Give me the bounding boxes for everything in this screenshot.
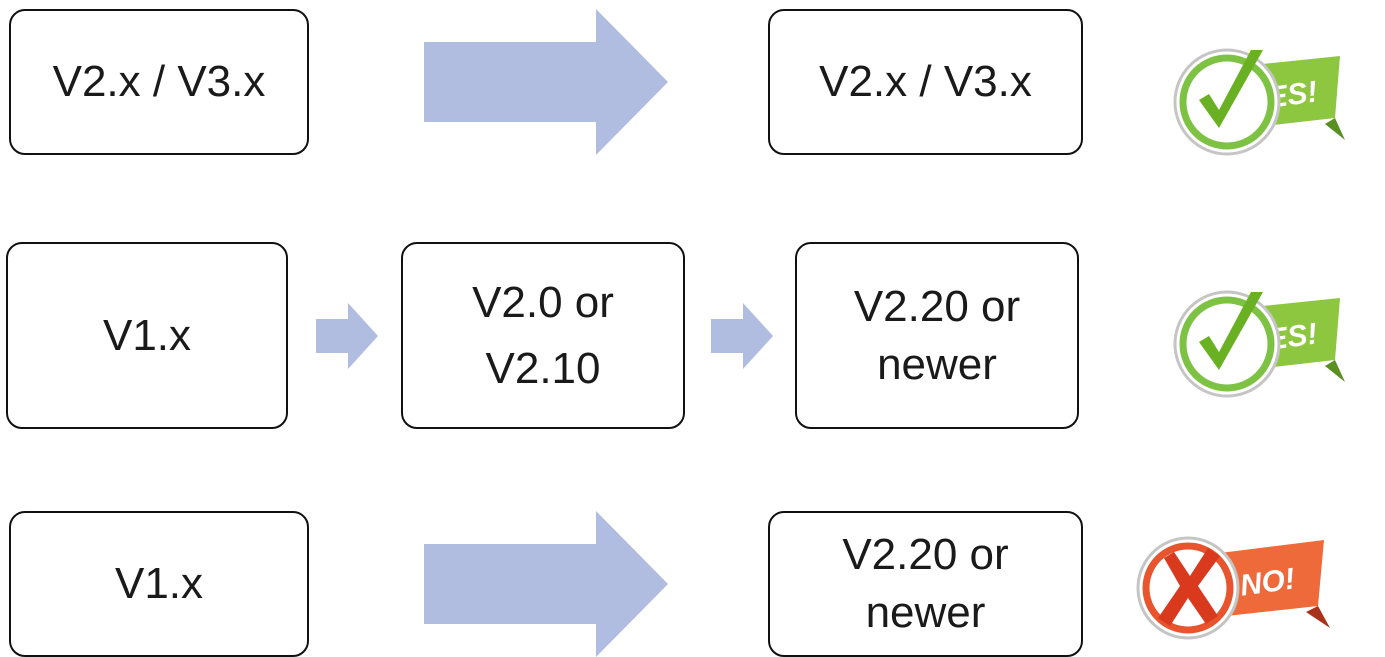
row2-intermediate-label: V2.0 or V2.10 [472,277,614,393]
row1-target-label: V2.x / V3.x [819,57,1032,106]
row1-arrow [424,9,668,155]
row3-no-badge: NO! [1136,536,1330,640]
row3-badge-text: NO! [1238,562,1297,602]
cross-mark-icon [1158,548,1220,626]
row2-yes-badge: YES! [1173,290,1345,398]
row3-arrow [424,511,668,657]
row1-target-box: V2.x / V3.x [768,9,1083,155]
row3-source-label: V1.x [114,559,204,608]
row2-target-label: V2.20 or newer [853,281,1021,389]
row3-target-box: V2.20 or newer [768,511,1083,657]
check-mark-icon [1199,292,1263,370]
row1-source-box: V2.x / V3.x [9,9,309,155]
check-mark-icon [1199,50,1263,128]
row1-source-label: V2.x / V3.x [52,57,266,106]
row2-target-box: V2.20 or newer [795,242,1079,429]
row2-intermediate-box: V2.0 or V2.10 [401,242,685,429]
row2-arrow-2 [711,303,773,369]
row1-yes-badge: YES! [1173,48,1345,156]
row2-source-box: V1.x [6,242,288,429]
row2-arrow-1 [316,303,378,369]
row2-source-label: V1.x [102,310,192,360]
row3-source-box: V1.x [9,511,309,657]
row3-target-label: V2.20 or newer [842,530,1009,637]
